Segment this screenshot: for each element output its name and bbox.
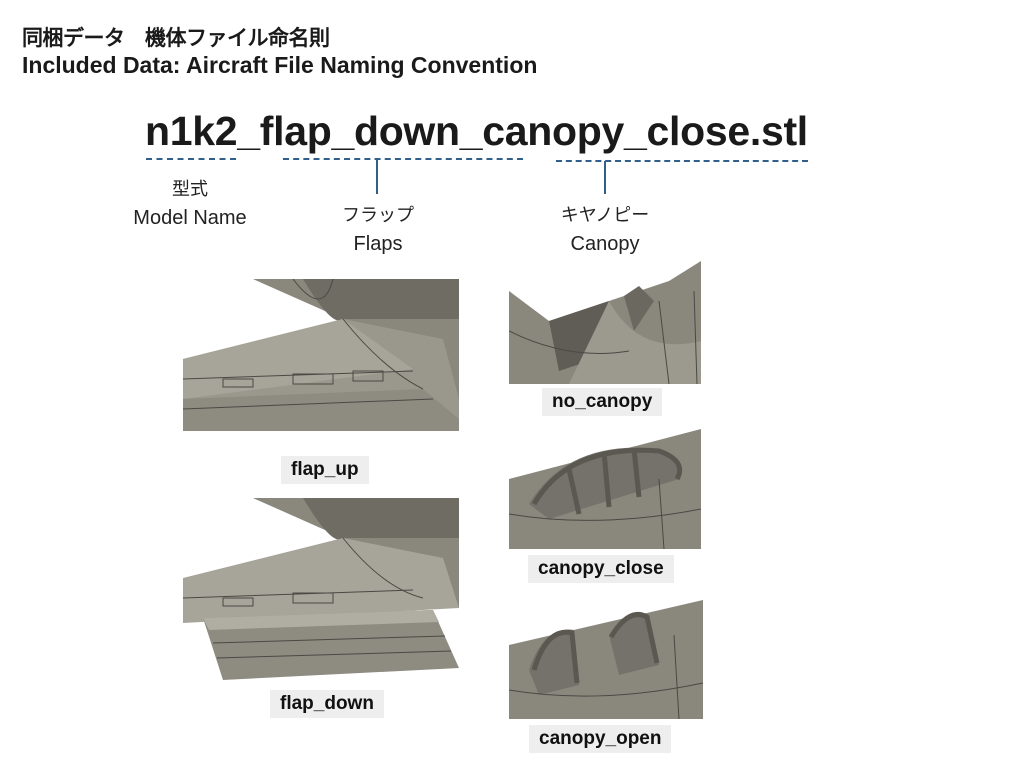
model-name-underline	[146, 158, 236, 160]
no-canopy-label: no_canopy	[542, 388, 663, 416]
segment-en: Canopy	[570, 233, 640, 255]
segment-label-model-name: 型式 Model Name	[110, 176, 270, 232]
segment-jp: フラップ	[342, 205, 414, 226]
flaps-connector-line	[376, 159, 378, 194]
flap-up-render	[183, 279, 459, 431]
segment-en: Flaps	[353, 233, 403, 255]
slide-title-japanese: 同梱データ 機体ファイル命名則	[22, 26, 330, 50]
flap-down-render	[183, 498, 459, 680]
canopy-underline	[556, 160, 808, 162]
canopy-connector-line	[604, 161, 606, 194]
canopy-close-label: canopy_close	[528, 555, 674, 583]
segment-label-canopy: キヤノピー Canopy	[525, 202, 685, 258]
canopy-open-label: canopy_open	[529, 725, 672, 753]
no-canopy-render	[509, 261, 701, 384]
flaps-underline	[283, 158, 523, 160]
canopy-open-render	[509, 595, 703, 719]
canopy-close-render	[509, 419, 701, 549]
segment-jp: 型式	[172, 179, 208, 200]
segment-jp: キヤノピー	[560, 205, 650, 226]
segment-en: Model Name	[133, 207, 247, 229]
example-filename: n1k2_flap_down_canopy_close.stl	[145, 108, 808, 154]
slide-title-english: Included Data: Aircraft File Naming Conv…	[22, 52, 538, 78]
flap-down-label: flap_down	[270, 690, 384, 718]
flap-up-label: flap_up	[281, 456, 369, 484]
segment-label-flaps: フラップ Flaps	[298, 202, 458, 258]
